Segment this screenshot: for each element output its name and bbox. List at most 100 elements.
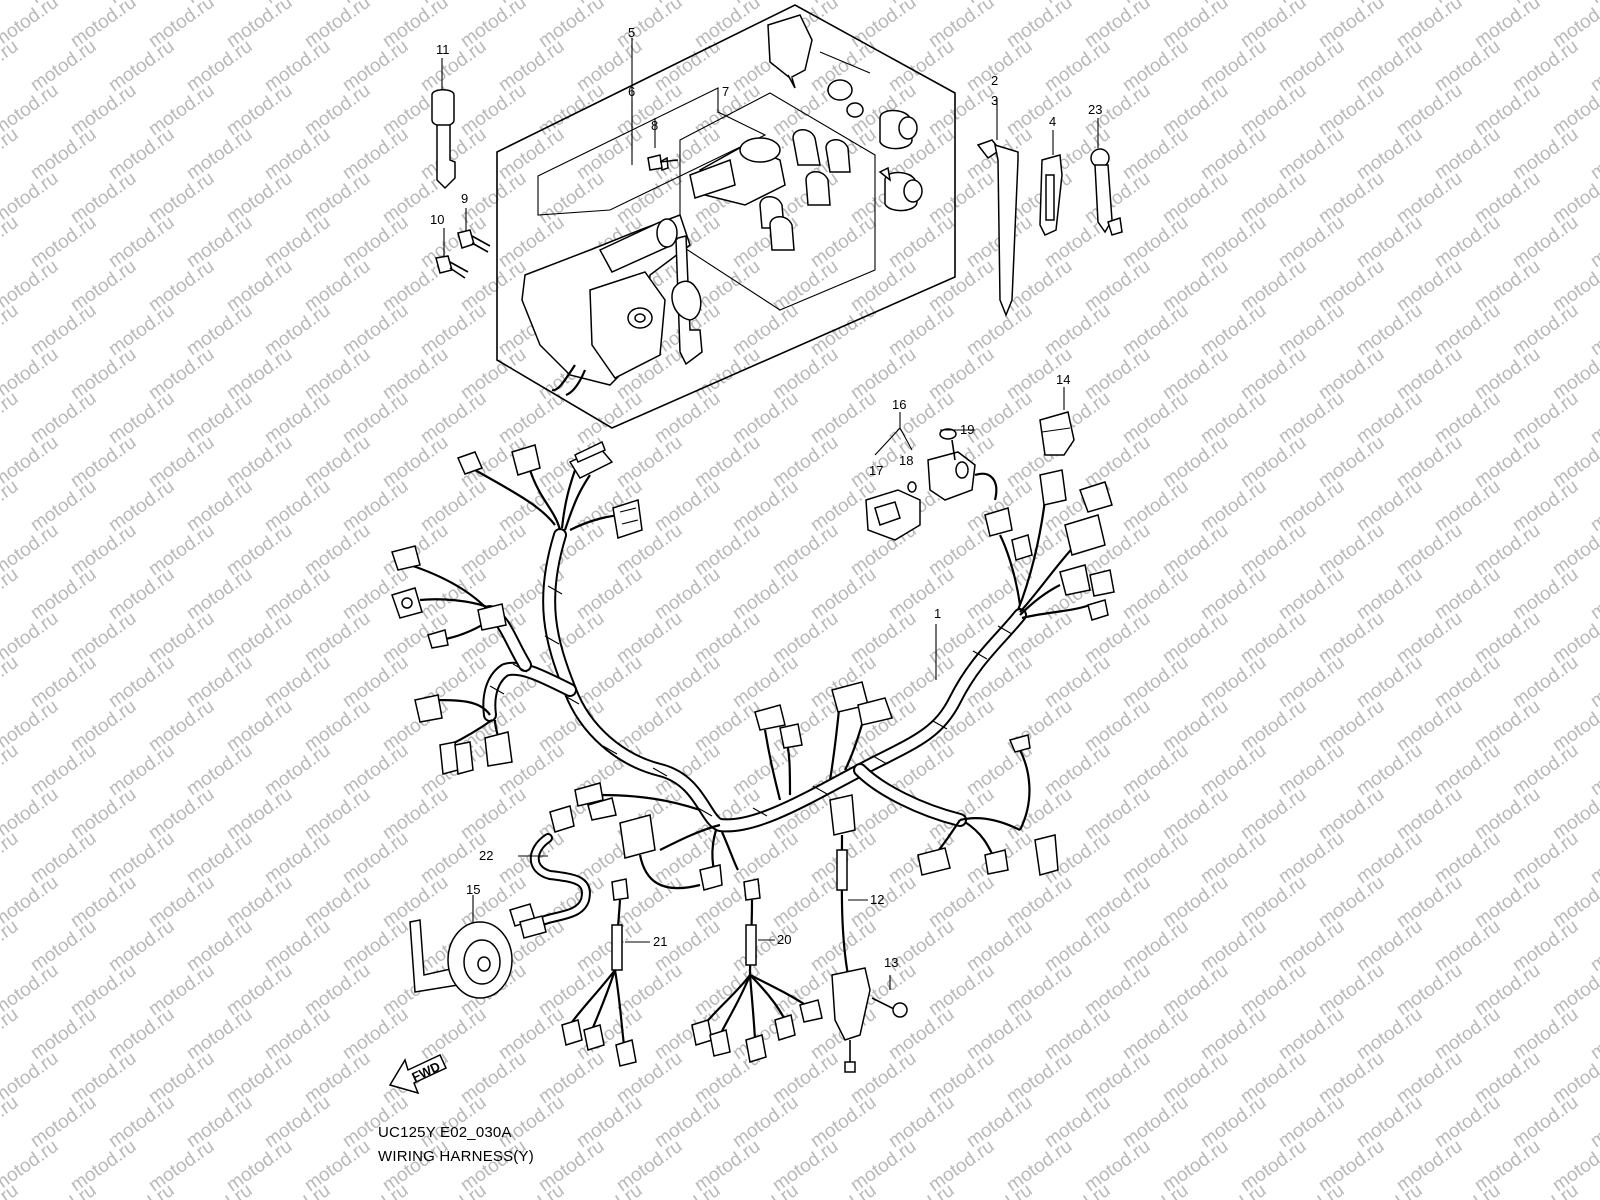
callout-leaders	[518, 429, 958, 943]
watermark-text: motod.ru	[183, 476, 256, 536]
watermark-text: motod.ru	[1197, 564, 1270, 624]
harness-tape-band	[652, 767, 668, 777]
watermark-text: motod.ru	[1041, 652, 1114, 712]
watermark-text: motod.ru	[0, 212, 22, 272]
watermark-text: motod.ru	[27, 36, 100, 96]
watermark-text: motod.ru	[1353, 124, 1426, 184]
watermark-text: motod.ru	[105, 652, 178, 712]
watermark-text: motod.ru	[339, 1092, 412, 1152]
watermark-text: motod.ru	[1353, 1180, 1426, 1200]
watermark-text: motod.ru	[1587, 1004, 1600, 1064]
watermark-text: motod.ru	[27, 212, 100, 272]
watermark-text: motod.ru	[1587, 652, 1600, 712]
watermark-text: motod.ru	[885, 212, 958, 272]
watermark-text: motod.ru	[573, 564, 646, 624]
watermark-text: motod.ru	[183, 1180, 256, 1200]
watermark-text: motod.ru	[1509, 124, 1582, 184]
watermark-text: motod.ru	[729, 652, 802, 712]
lead-wire-part-20	[691, 878, 823, 1063]
watermark-text: motod.ru	[1119, 1180, 1192, 1200]
watermark-text: motod.ru	[1197, 212, 1270, 272]
watermark-text: motod.ru	[0, 0, 22, 8]
watermark-text: motod.ru	[1275, 564, 1348, 624]
watermark-text: motod.ru	[1197, 652, 1270, 712]
watermark-text: motod.ru	[1431, 476, 1504, 536]
lead-wire-part-12	[829, 794, 871, 1073]
watermark-text: motod.ru	[1275, 388, 1348, 448]
watermark-text: motod.ru	[261, 740, 334, 800]
watermark-text: motod.ru	[1353, 476, 1426, 536]
watermark-text: motod.ru	[1119, 916, 1192, 976]
watermark-text: motod.ru	[27, 740, 100, 800]
watermark-text: motod.ru	[1509, 564, 1582, 624]
key-part-11	[431, 58, 456, 190]
watermark-text: motod.ru	[1587, 1180, 1600, 1200]
watermark-text: motod.ru	[1353, 36, 1426, 96]
cable-tie-part-2-3	[976, 98, 1019, 318]
watermark-text: motod.ru	[261, 564, 334, 624]
watermark-text: motod.ru	[1275, 1180, 1348, 1200]
watermark-text: motod.ru	[1587, 124, 1600, 184]
watermark-text: motod.ru	[1197, 1004, 1270, 1064]
watermark-text: motod.ru	[261, 36, 334, 96]
watermark-text: motod.ru	[183, 36, 256, 96]
watermark-text: motod.ru	[105, 1180, 178, 1200]
callout-20: 20	[777, 932, 791, 947]
watermark-text: motod.ru	[0, 652, 22, 712]
harness-tape-band	[547, 585, 563, 595]
watermark-text: motod.ru	[417, 476, 490, 536]
diagram-caption: WIRING HARNESS(Y)	[378, 1148, 534, 1165]
watermark-text: motod.ru	[417, 388, 490, 448]
watermark-text: motod.ru	[183, 740, 256, 800]
watermark-text: motod.ru	[0, 36, 22, 96]
watermark-text: motod.ru	[183, 124, 256, 184]
watermark-text: motod.ru	[339, 36, 412, 96]
ignition-switch-set	[496, 4, 956, 429]
watermark-text: motod.ru	[417, 1092, 490, 1152]
watermark-text: motod.ru	[1197, 300, 1270, 360]
watermark-text: motod.ru	[261, 388, 334, 448]
watermark-text: motod.ru	[27, 828, 100, 888]
watermark-text: motod.ru	[495, 388, 568, 448]
watermark-text: motod.ru	[1509, 1180, 1582, 1200]
watermark-text: motod.ru	[105, 740, 178, 800]
watermark-text: motod.ru	[339, 916, 412, 976]
watermark-text: motod.ru	[495, 1092, 568, 1152]
watermark-text: motod.ru	[417, 300, 490, 360]
watermark-text: motod.ru	[807, 1092, 880, 1152]
harness-tape-band	[697, 807, 713, 817]
watermark-text: motod.ru	[0, 564, 22, 624]
watermark-text: motod.ru	[261, 124, 334, 184]
watermark-text: motod.ru	[495, 124, 568, 184]
watermark-text: motod.ru	[261, 652, 334, 712]
watermark-text: motod.ru	[183, 388, 256, 448]
callout-16: 16	[892, 397, 906, 412]
watermark-text: motod.ru	[1353, 300, 1426, 360]
watermark-text: motod.ru	[105, 828, 178, 888]
callout-23: 23	[1088, 102, 1102, 117]
harness-tape-band	[564, 695, 580, 705]
callout-8: 8	[651, 118, 658, 133]
watermark-text: motod.ru	[261, 300, 334, 360]
watermark-text: motod.ru	[651, 476, 724, 536]
harness-tape-band	[872, 755, 888, 765]
watermark-text: motod.ru	[27, 652, 100, 712]
watermark-text: motod.ru	[885, 300, 958, 360]
watermark-text: motod.ru	[1275, 212, 1348, 272]
watermark-text: motod.ru	[27, 476, 100, 536]
switch-assembly-parts-16-19	[865, 412, 998, 541]
watermark-text: motod.ru	[339, 1180, 412, 1200]
watermark-text: motod.ru	[573, 36, 646, 96]
watermark-text: motod.ru	[0, 828, 22, 888]
watermark-text: motod.ru	[0, 1004, 22, 1064]
watermark-text: motod.ru	[339, 124, 412, 184]
watermark-text: motod.ru	[1431, 916, 1504, 976]
watermark-text: motod.ru	[651, 564, 724, 624]
watermark-text: motod.ru	[729, 740, 802, 800]
watermark-text: motod.ru	[105, 300, 178, 360]
watermark-text: motod.ru	[1119, 1004, 1192, 1064]
watermark-text: motod.ru	[0, 476, 22, 536]
watermark-text: motod.ru	[573, 916, 646, 976]
watermark-text: motod.ru	[1275, 828, 1348, 888]
